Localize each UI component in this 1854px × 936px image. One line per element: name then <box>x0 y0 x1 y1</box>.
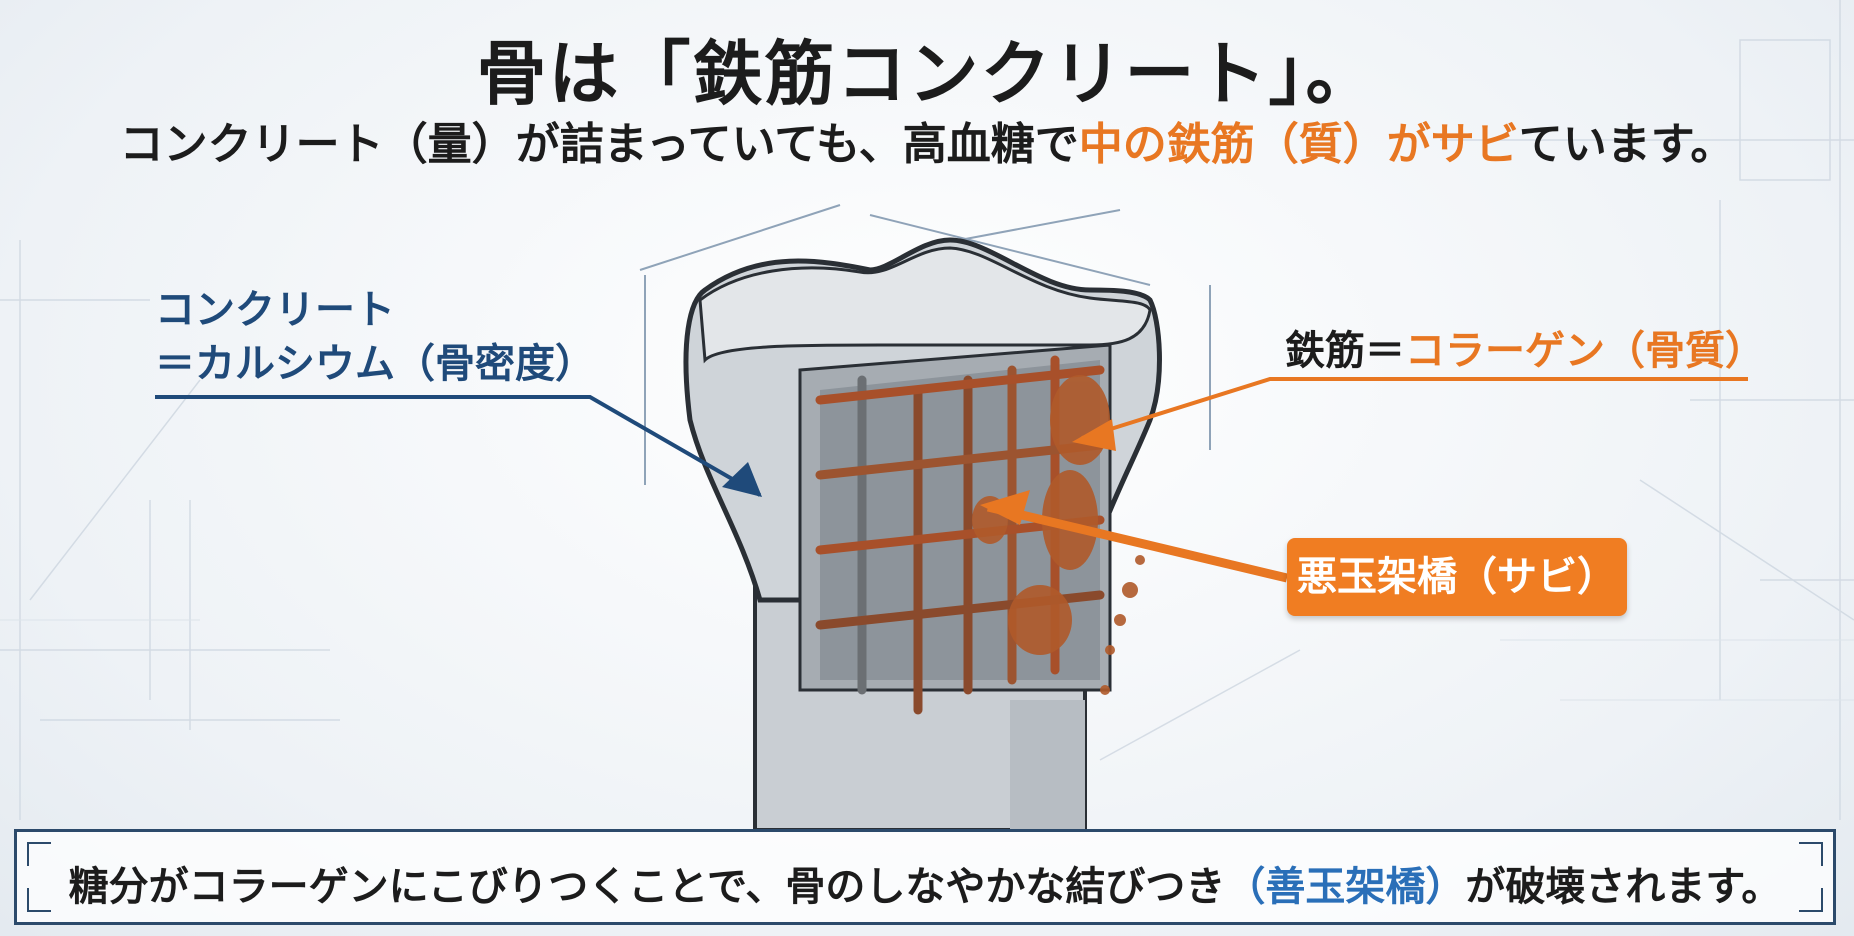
concrete-label: コンクリート ＝カルシウム（骨密度） <box>155 283 595 391</box>
corner-bracket <box>27 842 51 866</box>
footer-text-1: 糖分がコラーゲンにこびりつくことで、骨のしなやかな結びつき <box>68 864 1226 910</box>
footer-box: 糖分がコラーゲンにこびりつくことで、骨のしなやかな結びつき（善玉架橋）が破壊され… <box>14 829 1836 925</box>
footer-text: 糖分がコラーゲンにこびりつくことで、骨のしなやかな結びつき（善玉架橋）が破壊され… <box>17 854 1833 912</box>
arrows <box>155 377 1748 583</box>
subtitle-text-2: ています。 <box>1518 119 1735 170</box>
concrete-label-line1: コンクリート <box>155 287 395 333</box>
corner-bracket <box>1799 888 1823 912</box>
rust-patches <box>972 375 1145 695</box>
rebar-label-highlight: コラーゲン（骨質） <box>1405 328 1765 374</box>
shaft-hatch <box>1010 700 1085 830</box>
concrete-label-line2: ＝カルシウム（骨密度） <box>155 341 595 387</box>
bone-top-face <box>698 246 1152 364</box>
rebar-label-prefix: 鉄筋＝ <box>1285 328 1405 374</box>
footer-text-2: が破壊されます。 <box>1465 864 1782 910</box>
subtitle-text-1: コンクリート（量）が詰まっていても、高血糖で <box>119 119 1079 170</box>
page-subtitle: コンクリート（量）が詰まっていても、高血糖で中の鉄筋（質）がサビています。 <box>0 108 1854 172</box>
rebar-label: 鉄筋＝コラーゲン（骨質） <box>1285 318 1765 376</box>
page-title: 骨は「鉄筋コンクリート」。 <box>476 33 1378 115</box>
dimension-lines <box>639 204 1211 485</box>
corner-bracket <box>1799 842 1823 866</box>
corner-bracket <box>27 888 51 912</box>
footer-highlight: （善玉架橋） <box>1225 864 1466 910</box>
subtitle-highlight: 中の鉄筋（質）がサビ <box>1078 119 1519 170</box>
rust-badge: 悪玉架橋（サビ） <box>1287 538 1627 616</box>
